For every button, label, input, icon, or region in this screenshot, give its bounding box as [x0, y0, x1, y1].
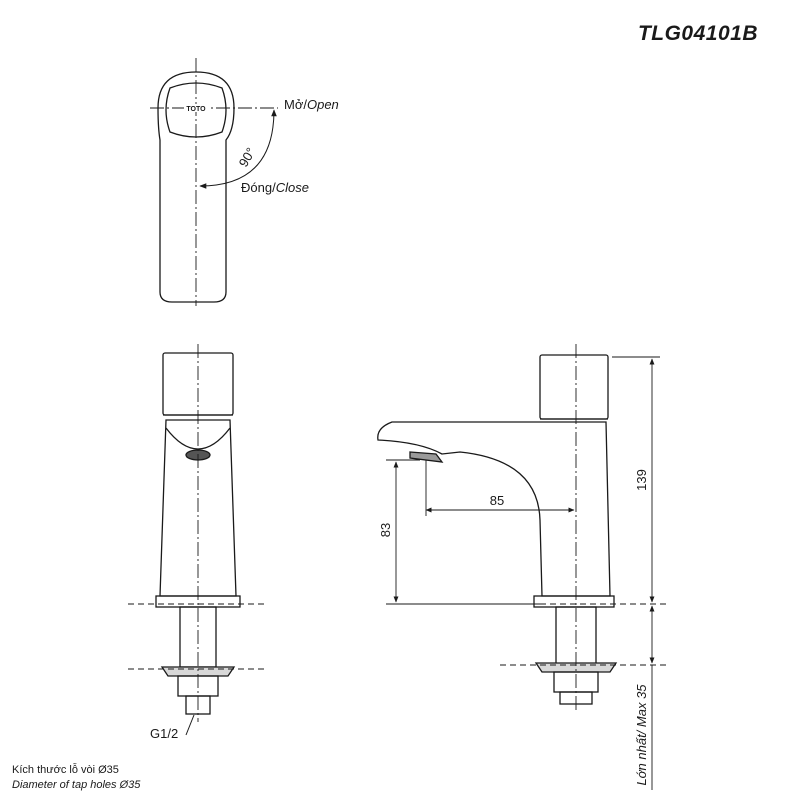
logo-text: TOTO	[186, 106, 206, 113]
side-view	[377, 344, 668, 790]
angle-label: 90°	[236, 145, 259, 170]
tap-hole-note-en: Diameter of tap holes Ø35	[12, 779, 141, 791]
spout-reach-value: 85	[490, 493, 504, 508]
side-handle	[539, 354, 609, 420]
open-label-vi: Mở	[284, 97, 304, 112]
total-height-value: 139	[634, 469, 649, 491]
front-view	[128, 344, 268, 736]
close-label-en: Close	[276, 180, 309, 195]
side-body-spout	[377, 421, 611, 597]
open-label: Mở/Open	[284, 97, 339, 112]
open-label-en: Open	[307, 97, 339, 112]
tap-hole-note-vi: Kích thước lỗ vòi Ø35	[12, 764, 119, 776]
close-label-vi: Đóng	[241, 180, 272, 195]
thread-leader	[185, 714, 195, 736]
spout-height-value: 83	[378, 523, 393, 537]
top-view-body-outline	[157, 71, 235, 303]
thread-label: G1/2	[150, 726, 178, 741]
model-number: TLG04101B	[637, 22, 758, 45]
logo-plate	[184, 104, 208, 112]
max-counter-value: Lớn nhất/ Max 35	[634, 684, 649, 786]
close-label: Đóng/Close	[241, 180, 309, 195]
top-view	[150, 58, 278, 306]
side-base-flange	[533, 595, 615, 608]
angle-arc	[199, 109, 277, 189]
side-aerator	[409, 451, 444, 463]
